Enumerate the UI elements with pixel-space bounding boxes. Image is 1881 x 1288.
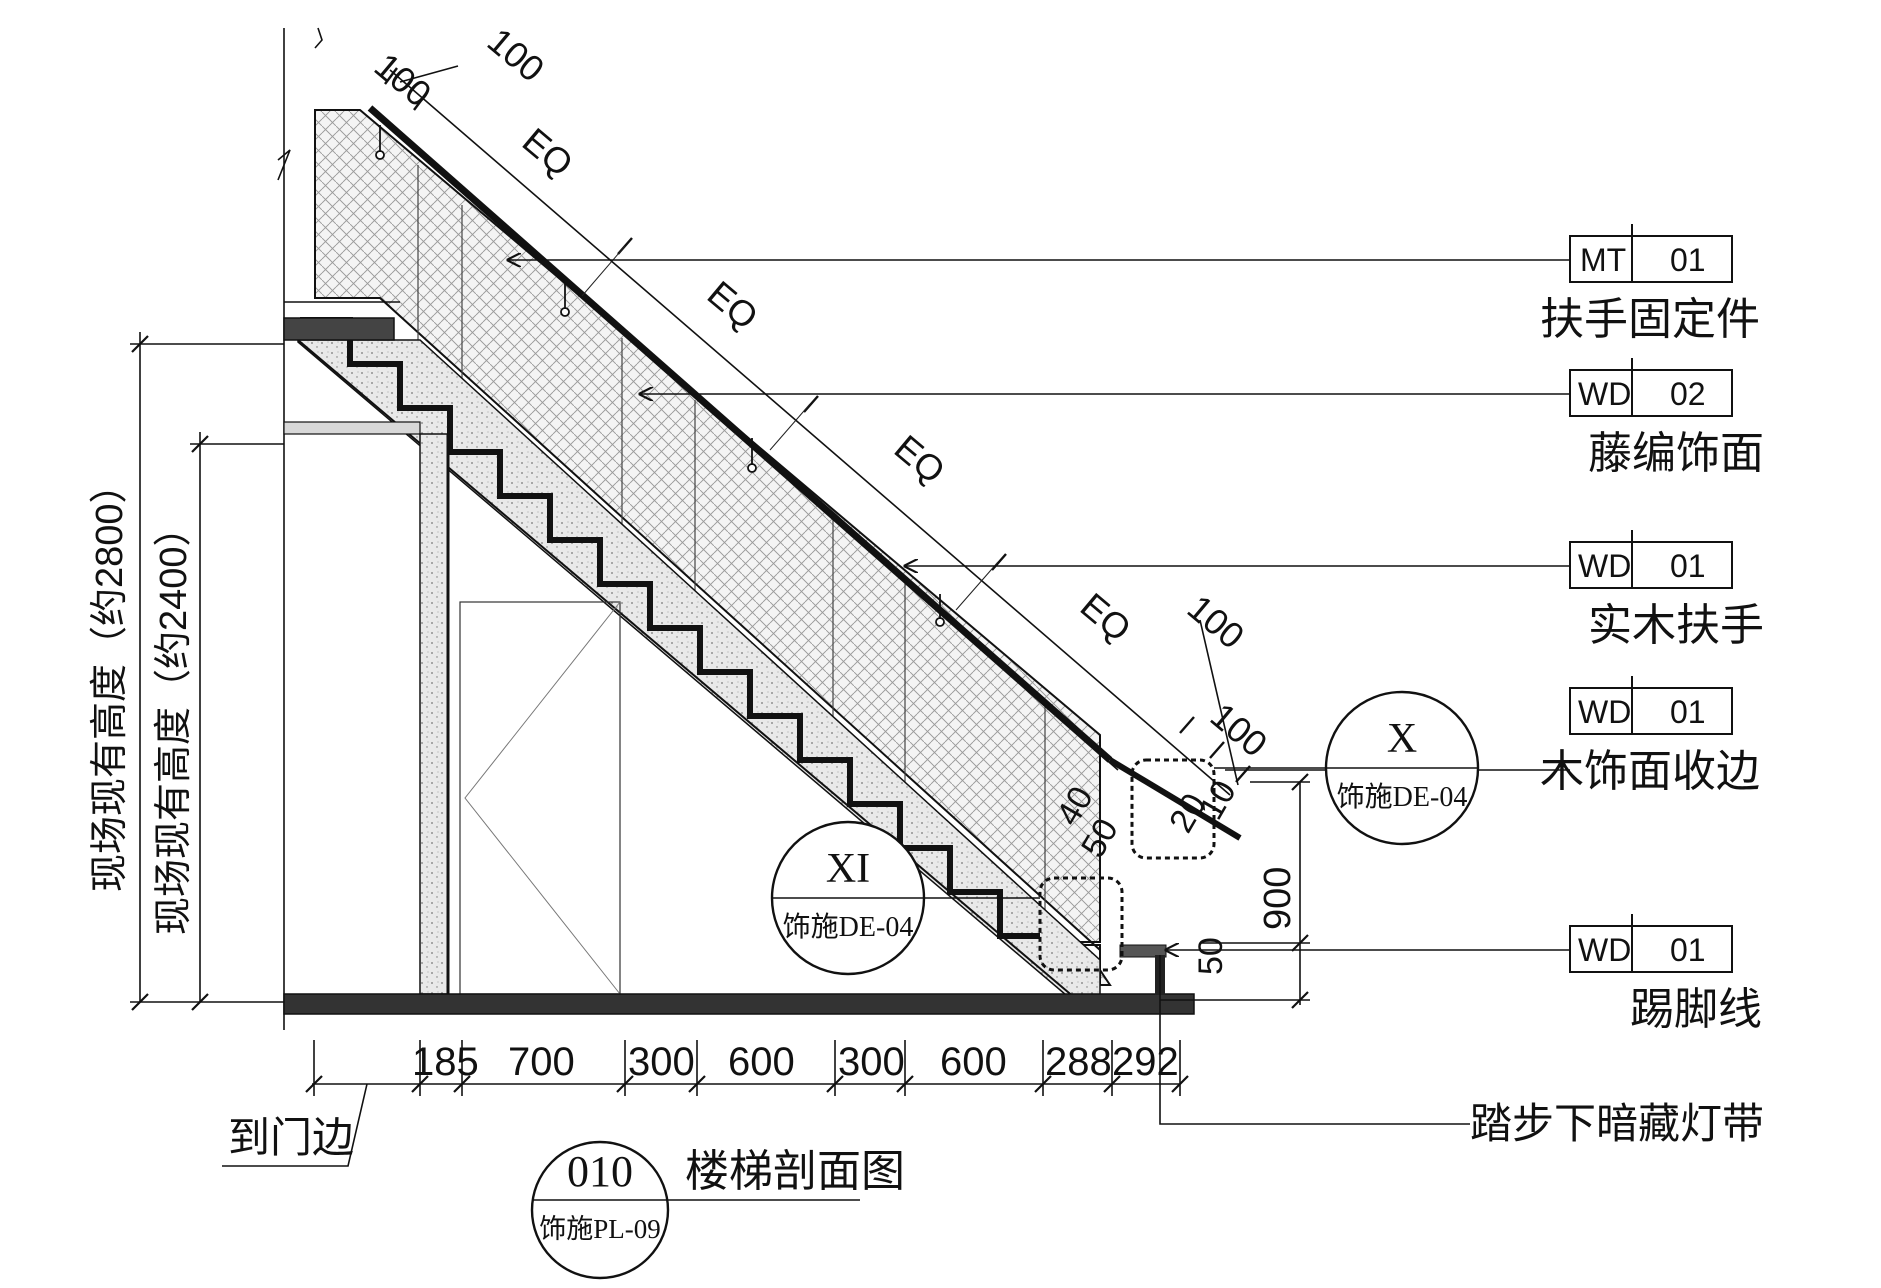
light-note-leader: [1159, 955, 1470, 1125]
panel-joints: [417, 165, 1046, 920]
tag-1-name: 扶手固定件: [1540, 295, 1760, 344]
slope-dim-eq-4: EQ: [1073, 585, 1139, 650]
detail-x-outline: [1130, 758, 1216, 860]
tag-1-num: 01: [1670, 242, 1706, 278]
slope-dim-bottom-1: 100: [1180, 587, 1252, 657]
ground-floor-slab: [283, 993, 1195, 1015]
dim-300-b: 300: [838, 1040, 905, 1084]
section-ref: 饰施PL-09: [539, 1214, 661, 1244]
material-leaders: [508, 260, 1570, 950]
material-tag-5: WD 01 踢脚线: [1569, 914, 1762, 1034]
slope-dim-top-2: 100: [480, 20, 552, 90]
tag-3-name: 实木扶手: [1588, 601, 1764, 650]
dim-900: 900: [1257, 867, 1299, 930]
stair-structure: [277, 27, 1242, 1030]
tag-5-name: 踢脚线: [1630, 985, 1762, 1034]
material-tag-4: WD 01 木饰面收边: [1540, 676, 1760, 796]
material-tag-1: MT 01 扶手固定件: [1540, 224, 1760, 344]
door-swing: [464, 601, 621, 995]
detail-xi-ref: 饰施DE-04: [783, 911, 914, 943]
section-title: 楼梯剖面图: [685, 1147, 905, 1196]
stair-treads: [300, 317, 1040, 939]
dim-288: 288: [1045, 1040, 1112, 1084]
slope-dim-eq-2: EQ: [700, 273, 766, 338]
slope-dim-eq-1: EQ: [515, 120, 581, 185]
door-note: 到门边: [228, 1114, 354, 1161]
bottom-dimensions: 185 700 300 600 300 600 288 292 到门边: [222, 1040, 1189, 1167]
door-note-leader: [222, 1083, 368, 1167]
detail-callout-xi: XI 饰施DE-04: [770, 820, 926, 976]
wood-handrail: [367, 105, 1113, 763]
tag-5-code: WD: [1578, 932, 1631, 968]
tag-4-num: 01: [1670, 694, 1706, 730]
dim-292: 292: [1112, 1040, 1179, 1084]
detail-x-ref: 饰施DE-04: [1337, 781, 1468, 813]
break-mark-top: [314, 27, 323, 49]
upper-floor-slab: [283, 317, 395, 341]
detail-x-id: X: [1387, 716, 1417, 762]
detail-xi-outline: [1038, 876, 1124, 972]
detail-callout-x: X 饰施DE-04: [1324, 690, 1480, 846]
tag-4-code: WD: [1578, 694, 1631, 730]
height-2800: 现场现有高度（约2800）: [89, 465, 131, 892]
mid-beam: [283, 421, 421, 435]
break-mark: [277, 149, 291, 181]
dim-700: 700: [508, 1040, 575, 1084]
dim-600-a: 600: [728, 1040, 795, 1084]
handrail-end: [1108, 757, 1242, 841]
section-id: 010: [567, 1147, 633, 1196]
tag-5-num: 01: [1670, 932, 1706, 968]
handrail-brackets: [375, 125, 945, 627]
support-column: [419, 433, 449, 995]
material-tag-2: WD 02 藤编饰面: [1569, 358, 1764, 478]
tag-1-code: MT: [1580, 242, 1626, 278]
tag-3-code: WD: [1578, 548, 1631, 584]
tag-4-name: 木饰面收边: [1540, 747, 1760, 796]
section-title-block: 010 饰施PL-09 楼梯剖面图: [530, 1140, 905, 1280]
dim-300-a: 300: [628, 1040, 695, 1084]
dim-600-b: 600: [940, 1040, 1007, 1084]
tag-2-num: 02: [1670, 376, 1706, 412]
rattan-panel: [314, 109, 1112, 986]
slope-dim-top-1: 100: [367, 45, 439, 115]
vertical-dimensions: 现场现有高度（约2800） 现场现有高度（约2400）: [89, 332, 284, 1011]
tag-2-name: 藤编饰面: [1588, 429, 1764, 478]
tag-2-code: WD: [1578, 376, 1631, 412]
tag-3-num: 01: [1670, 548, 1706, 584]
height-2400: 现场现有高度（约2400）: [153, 508, 195, 935]
material-tag-3: WD 01 实木扶手: [1569, 530, 1764, 650]
dim-185: 185: [412, 1040, 479, 1084]
slope-dim-eq-3: EQ: [887, 427, 953, 492]
door-frame: [459, 601, 621, 995]
light-note: 踏步下暗藏灯带: [1470, 1100, 1764, 1147]
detail-xi-id: XI: [826, 846, 870, 892]
